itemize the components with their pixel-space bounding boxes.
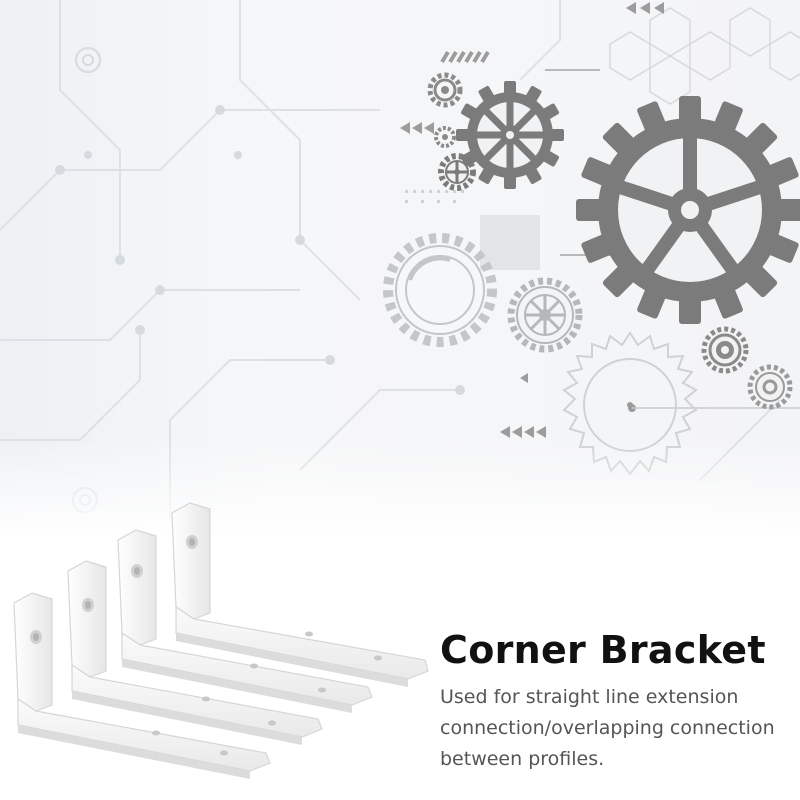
product-description: Used for straight line extension connect… — [440, 686, 775, 770]
large-gear-icon — [576, 96, 800, 324]
product-title: Corner Bracket — [440, 628, 766, 672]
outline-gear-icon — [383, 233, 497, 347]
outline-gear-icon — [507, 277, 583, 353]
corner-brackets-image — [13, 502, 429, 779]
product-info: Corner Bracket Used for straight line ex… — [440, 628, 785, 775]
bracket — [117, 529, 373, 713]
small-gear-icon — [434, 126, 456, 148]
small-gear-icon — [438, 153, 476, 191]
bracket — [67, 560, 323, 745]
bracket — [13, 592, 271, 779]
small-gear-icon — [701, 326, 749, 374]
medium-gear-icon — [456, 81, 564, 189]
small-gear-icon — [747, 364, 793, 410]
bracket — [171, 502, 429, 687]
small-gear-icon — [427, 72, 463, 108]
